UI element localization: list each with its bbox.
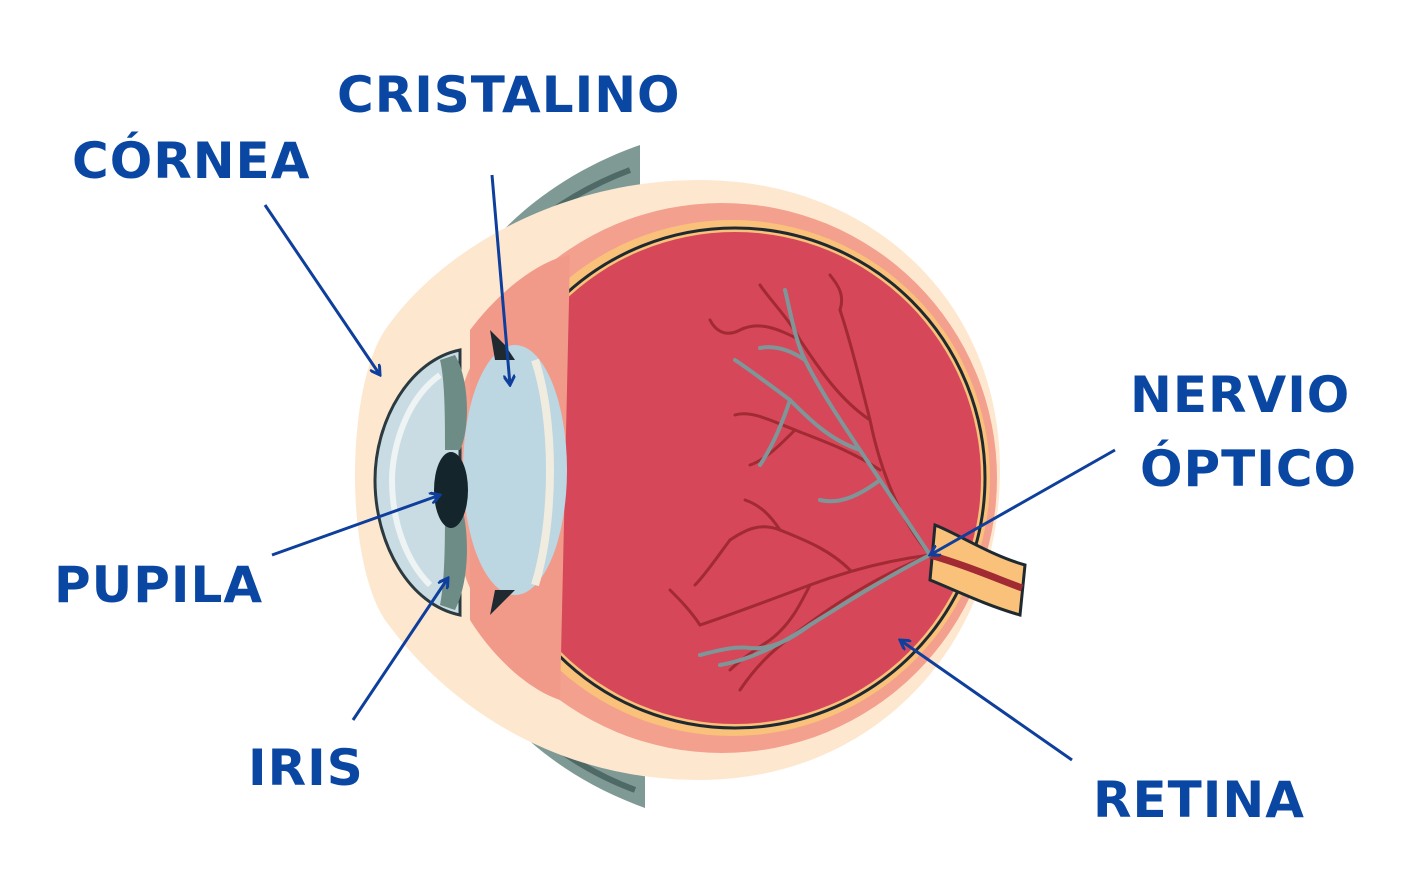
cornea-highlight bbox=[388, 372, 442, 588]
lens-highlight bbox=[531, 358, 554, 587]
ciliary-upper bbox=[490, 330, 515, 360]
arrow-nervio bbox=[930, 448, 1116, 555]
label-pupila: PUPILA bbox=[54, 556, 264, 614]
label-cornea: CÓRNEA bbox=[72, 132, 311, 190]
label-iris: IRIS bbox=[248, 739, 364, 797]
arrow-cristalino bbox=[490, 174, 510, 385]
cornea-shape bbox=[373, 348, 462, 617]
vitreous-body bbox=[489, 232, 981, 724]
lens bbox=[463, 345, 567, 595]
label-cristalino: CRISTALINO bbox=[337, 66, 681, 124]
optic-nerve-core bbox=[929, 551, 1024, 592]
arrow-iris bbox=[351, 578, 448, 721]
iris-shape bbox=[440, 355, 467, 450]
ciliary-lower bbox=[490, 590, 515, 615]
label-nervio-optico-line2: ÓPTICO bbox=[1140, 440, 1358, 498]
label-retina: RETINA bbox=[1093, 771, 1305, 829]
arrow-cornea bbox=[263, 204, 380, 375]
pupil bbox=[434, 452, 468, 528]
blood-vessels-grey bbox=[698, 288, 932, 667]
arrow-pupila bbox=[271, 495, 440, 557]
arrow-retina bbox=[900, 640, 1073, 762]
label-nervio-optico-line1: NERVIO bbox=[1130, 366, 1351, 424]
